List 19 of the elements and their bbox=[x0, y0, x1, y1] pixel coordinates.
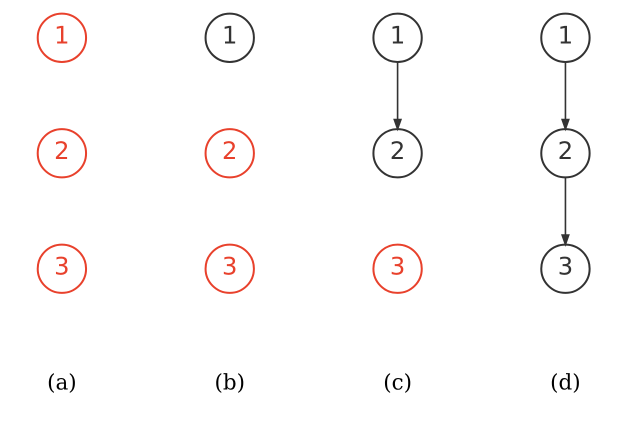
label: (a) bbox=[46, 370, 76, 396]
arrow bbox=[392, 62, 402, 132]
node-circle: 1 bbox=[204, 12, 254, 63]
node-circle: 3 bbox=[540, 244, 590, 294]
node-circle: 1 bbox=[36, 12, 87, 63]
node-circle: 3 bbox=[204, 244, 254, 294]
node-circle: 3 bbox=[372, 244, 422, 294]
node-circle: 3 bbox=[36, 244, 87, 294]
node-circle: 1 bbox=[372, 12, 422, 63]
arrow bbox=[560, 178, 570, 247]
label: (b) bbox=[214, 370, 244, 396]
label: (c) bbox=[382, 370, 412, 396]
node-circle: 2 bbox=[372, 128, 422, 178]
node-circle: 2 bbox=[540, 128, 590, 178]
arrow bbox=[560, 62, 570, 132]
label: (d) bbox=[550, 370, 580, 396]
node-circle: 1 bbox=[540, 12, 590, 63]
node-circle: 2 bbox=[36, 128, 87, 178]
node-circle: 2 bbox=[204, 128, 254, 178]
